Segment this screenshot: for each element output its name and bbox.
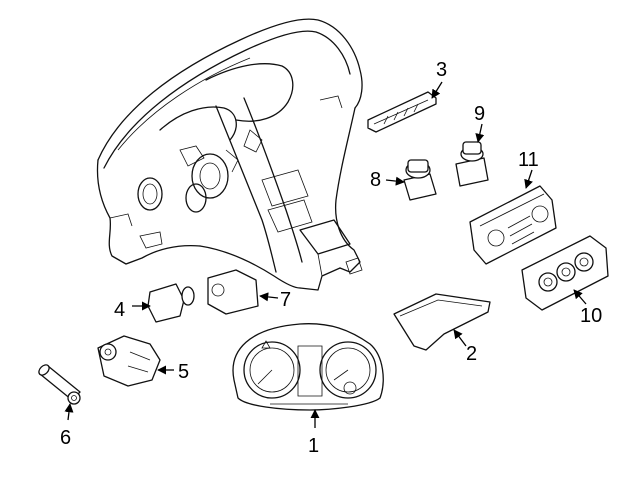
switch-panel-icon bbox=[367, 91, 437, 133]
headlamp-switch-icon bbox=[455, 141, 489, 187]
lock-cylinder-icon bbox=[38, 364, 81, 405]
callout-6-label: 6 bbox=[60, 427, 71, 449]
callout-7-label: 7 bbox=[280, 289, 291, 311]
callout-8: 8 bbox=[370, 169, 405, 191]
callout-5-label: 5 bbox=[178, 361, 189, 383]
callout-2-label: 2 bbox=[466, 343, 477, 365]
callout-1: 1 bbox=[308, 409, 320, 457]
radio-control-icon bbox=[469, 185, 557, 265]
callout-7: 7 bbox=[259, 289, 291, 311]
sensor-icon bbox=[147, 283, 195, 323]
callout-9-label: 9 bbox=[474, 103, 485, 125]
instrument-cluster-icon bbox=[232, 323, 384, 411]
callout-1-label: 1 bbox=[308, 435, 319, 457]
callout-11: 11 bbox=[518, 149, 539, 189]
ignition-switch-icon bbox=[97, 335, 161, 387]
climate-control-icon bbox=[521, 235, 609, 311]
callout-11-label: 11 bbox=[518, 149, 539, 171]
callout-5: 5 bbox=[157, 361, 189, 383]
sensor-module-icon bbox=[207, 269, 259, 315]
dashboard-panel-icon bbox=[96, 18, 363, 291]
callout-6: 6 bbox=[60, 403, 74, 449]
callout-8-label: 8 bbox=[370, 169, 381, 191]
rotary-switch-icon bbox=[403, 159, 437, 201]
callout-4-label: 4 bbox=[114, 299, 125, 321]
callout-9: 9 bbox=[474, 103, 485, 143]
callout-3-label: 3 bbox=[436, 59, 447, 81]
callout-4: 4 bbox=[114, 299, 151, 321]
callout-10-label: 10 bbox=[580, 305, 602, 327]
callout-2: 2 bbox=[453, 329, 477, 365]
callout-3: 3 bbox=[431, 59, 447, 99]
air-vent-left bbox=[137, 177, 163, 211]
callout-10: 10 bbox=[573, 289, 602, 327]
trim-panel-icon bbox=[393, 293, 491, 351]
